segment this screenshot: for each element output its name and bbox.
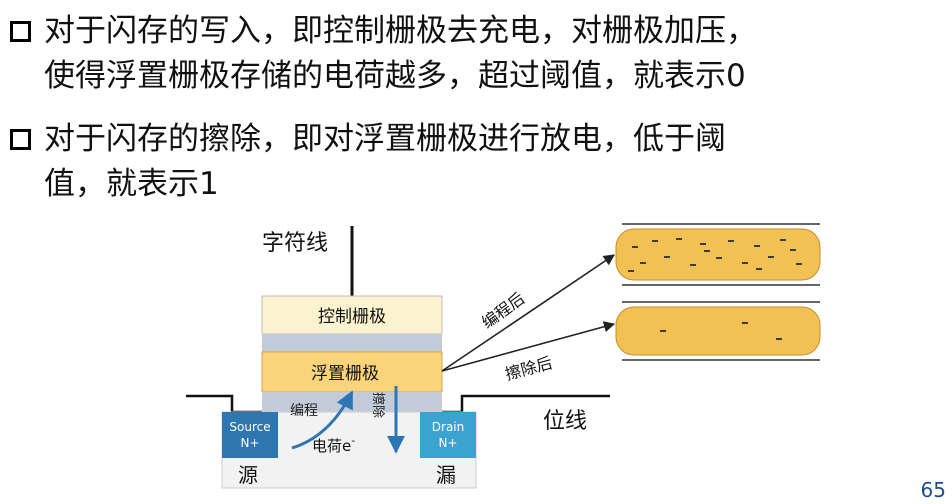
source-line bbox=[186, 394, 262, 414]
stored-charges bbox=[628, 238, 802, 272]
after-erase-label: 擦除后 bbox=[503, 353, 554, 384]
programmed-gate-zoom bbox=[615, 228, 821, 281]
bit-line-label: 位线 bbox=[543, 409, 587, 434]
bullet-1-line-1: 对于闪存的写入，即控制栅极去充电，对栅极加压， bbox=[44, 13, 757, 49]
bullet-2-line-2: 值，就表示1 bbox=[44, 166, 219, 202]
source-region bbox=[222, 412, 278, 458]
after-program-arrow bbox=[441, 254, 615, 372]
drain-cn-label: 漏 bbox=[436, 463, 456, 487]
bullet-square-icon bbox=[10, 21, 31, 42]
bullet-square-icon bbox=[10, 129, 31, 150]
drain-type-label: N+ bbox=[438, 436, 457, 450]
program-arrow bbox=[291, 390, 354, 450]
control-gate bbox=[261, 295, 443, 335]
erase-arrow-label: 擦除 bbox=[370, 392, 385, 418]
word-line-label: 字符线 bbox=[262, 231, 328, 256]
bullet-2-line-1: 对于闪存的擦除，即对浮置栅极进行放电，低于阈 bbox=[44, 121, 726, 157]
drain-en-label: Drain bbox=[432, 420, 464, 434]
source-en-label: Source bbox=[229, 420, 270, 434]
floating-gate bbox=[261, 351, 443, 393]
source-type-label: N+ bbox=[240, 436, 259, 450]
after-erase-arrow bbox=[441, 321, 616, 372]
electron-label: 电荷e- bbox=[312, 434, 355, 455]
drain-region bbox=[420, 412, 476, 458]
bullet-1-line-2: 使得浮置栅极存储的电荷越多，超过阈值，就表示0 bbox=[44, 58, 746, 94]
page-number: 65 bbox=[920, 478, 946, 502]
source-cn-label: 源 bbox=[238, 463, 258, 487]
remaining-charges bbox=[660, 322, 782, 340]
after-program-label: 编程后 bbox=[478, 289, 528, 333]
oxide-layer bbox=[262, 334, 442, 352]
floating-gate-label: 浮置栅极 bbox=[311, 364, 379, 384]
control-gate-label: 控制栅极 bbox=[318, 307, 386, 327]
erased-gate-zoom bbox=[615, 306, 821, 356]
program-arrow-label: 编程 bbox=[290, 403, 318, 419]
